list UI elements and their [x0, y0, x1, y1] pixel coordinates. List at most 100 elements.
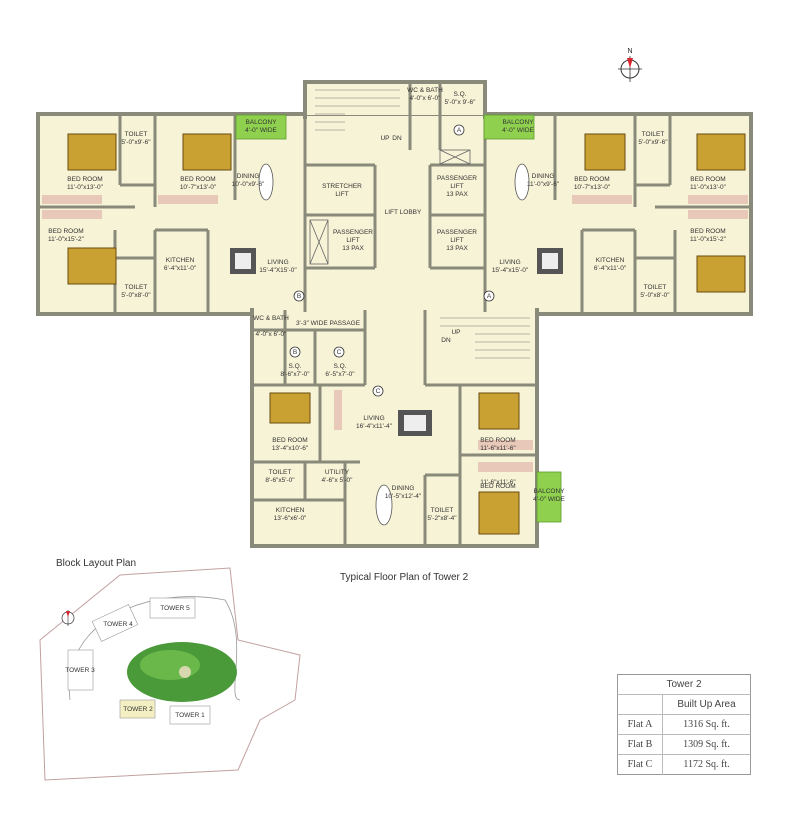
kitchen-r-name: KITCHEN — [596, 257, 625, 264]
pass2-cap: 13 PAX — [446, 191, 468, 198]
pass1-cap: 13 PAX — [342, 245, 364, 252]
bed-r2-dim: 11'-0"x13'-0" — [690, 184, 727, 191]
dining-a-dim: 10'-0"x9'-6" — [232, 181, 265, 188]
toilet-r2-name: TOILET — [644, 284, 667, 291]
wc-c-name: WC & BATH — [253, 315, 289, 322]
room-labels: BED ROOM 11'-0"x13'-0" BED ROOM 10'-7"x1… — [48, 87, 727, 522]
dining-r-dim: 11'-0"x9'-6" — [527, 181, 560, 188]
bed-r2-name: BED ROOM — [690, 176, 725, 183]
toilet-c2-dim: 5'-2"x8'-4" — [427, 515, 457, 522]
bed-a1-name: BED ROOM — [67, 176, 102, 183]
tower-2-label: TOWER 2 — [123, 706, 153, 713]
wc-top-name: WC & BATH — [407, 87, 443, 94]
wardrobes — [42, 195, 748, 472]
wc-c-dim: 4'-0"x 6'-0" — [256, 331, 288, 338]
living-r-dim: 15'-4"x15'-0" — [492, 267, 529, 274]
bed-r1-dim: 10'-7"x13'-0" — [574, 184, 611, 191]
flat-name: Flat C — [617, 754, 663, 775]
kitchen-r-dim: 6'-4"x11'-0" — [594, 265, 627, 272]
tower-labels: TOWER 2 TOWER 1 TOWER 3 TOWER 4 TOWER 5 — [65, 605, 205, 719]
kitchen-c-name: KITCHEN — [276, 507, 305, 514]
bed-a1-dim: 11'-0"x13'-0" — [67, 184, 104, 191]
toilet-r1-dim: 5'-0"x9'-6" — [638, 139, 668, 146]
north-compass-icon: N — [618, 48, 642, 82]
kitchen-a-dim: 6'-4"x11'-0" — [164, 265, 197, 272]
pass3-name: PASSENGER — [437, 229, 477, 236]
living-r-name: LIVING — [499, 259, 520, 266]
wc-top-dim: 4'-0"x 6'-0" — [410, 95, 442, 102]
bed-c2-name: BED ROOM — [480, 437, 515, 444]
flat-marker-b: B — [297, 293, 301, 300]
balconies — [235, 114, 562, 523]
flat-marker-labels: B A A B C C — [293, 127, 492, 395]
bed-r3-dim: 11'-0"x15'-2" — [690, 236, 727, 243]
bed-c2-dim: 11'-6"x11'-6" — [480, 445, 516, 452]
dining-r-name: DINING — [532, 173, 555, 180]
pass1-sub: LIFT — [346, 237, 359, 244]
toilet-a1-dim: 5'-0"x9'-6" — [121, 139, 151, 146]
dining-c-dim: 10'-5"x12'-4" — [385, 493, 422, 500]
building-outline — [36, 80, 753, 548]
sq-top-name: S.Q. — [453, 91, 466, 98]
toilet-c2-name: TOILET — [431, 507, 454, 514]
tower-3-label: TOWER 3 — [65, 667, 95, 674]
tower-4-label: TOWER 4 — [103, 621, 133, 628]
living-a-name: LIVING — [267, 259, 288, 266]
pass2-sub: LIFT — [450, 183, 463, 190]
balcony-r-name: BALCONY — [502, 119, 534, 126]
bed-c1-name: BED ROOM — [272, 437, 307, 444]
toilet-r2-dim: 5'-0"x8'-0" — [640, 292, 670, 299]
interior-walls — [40, 84, 749, 546]
stair-dn-label: DN — [392, 135, 402, 142]
area-table-header-row: Built Up Area — [617, 694, 751, 715]
bed-a3-name: BED ROOM — [48, 228, 83, 235]
pass3-cap: 13 PAX — [446, 245, 468, 252]
bed-c3-dim: 11'-6"x11'-6" — [480, 479, 516, 486]
flat-markers — [289, 124, 495, 397]
stretcher-name: STRETCHER — [322, 183, 362, 190]
balcony-r-dim: 4'-0" WIDE — [502, 127, 534, 134]
dining-c-name: DINING — [392, 485, 415, 492]
flat-name: Flat B — [617, 734, 663, 755]
utility-name: UTILITY — [325, 469, 350, 476]
sq-c-name: S.Q. — [333, 363, 346, 370]
sq-top-dim: 5'-0"x 9'-6" — [445, 99, 477, 106]
toilet-a2-name: TOILET — [125, 284, 148, 291]
sq-c-dim: 6'-5"x7'-0" — [325, 371, 355, 378]
toilet-a1-name: TOILET — [125, 131, 148, 138]
living-sofas — [230, 248, 563, 436]
beds — [67, 133, 746, 535]
bed-a2-dim: 10'-7"x13'-0" — [180, 184, 217, 191]
balcony-a-dim: 4'-0" WIDE — [245, 127, 277, 134]
bed-r1-name: BED ROOM — [574, 176, 609, 183]
flat-name: Flat A — [617, 714, 663, 735]
stair-up-label: UP — [380, 135, 389, 142]
area-table-title-row: Tower 2 — [617, 674, 751, 695]
bed-c1-dim: 13'-4"x10'-6" — [272, 445, 309, 452]
floor-plan-caption: Typical Floor Plan of Tower 2 — [340, 572, 469, 583]
flat-marker-c-sq: C — [337, 349, 342, 356]
living-c-name: LIVING — [363, 415, 384, 422]
sq-b-dim: 8'-6"x7'-0" — [280, 371, 310, 378]
bed-a2-name: BED ROOM — [180, 176, 215, 183]
stair-dn-label-2: DN — [441, 337, 451, 344]
passage-label: 3'-3" WIDE PASSAGE — [296, 320, 361, 327]
bed-c3-name: BED ROOM — [480, 483, 515, 490]
flat-area: 1309 Sq. ft. — [662, 734, 751, 755]
balcony-a-name: BALCONY — [245, 119, 277, 126]
toilet-a2-dim: 5'-0"x8'-0" — [121, 292, 151, 299]
lift-shafts — [309, 149, 471, 265]
tower-5-label: TOWER 5 — [160, 605, 190, 612]
toilet-c1-dim: 8'-6"x5'-0" — [265, 477, 295, 484]
block-layout-title: Block Layout Plan — [56, 558, 137, 569]
flat-marker-a: A — [487, 293, 492, 300]
stretcher-sub: LIFT — [335, 191, 348, 198]
stair-up-label-2: UP — [451, 329, 460, 336]
pass3-sub: LIFT — [450, 237, 463, 244]
balcony-c-dim: 4'-0" WIDE — [533, 496, 565, 503]
